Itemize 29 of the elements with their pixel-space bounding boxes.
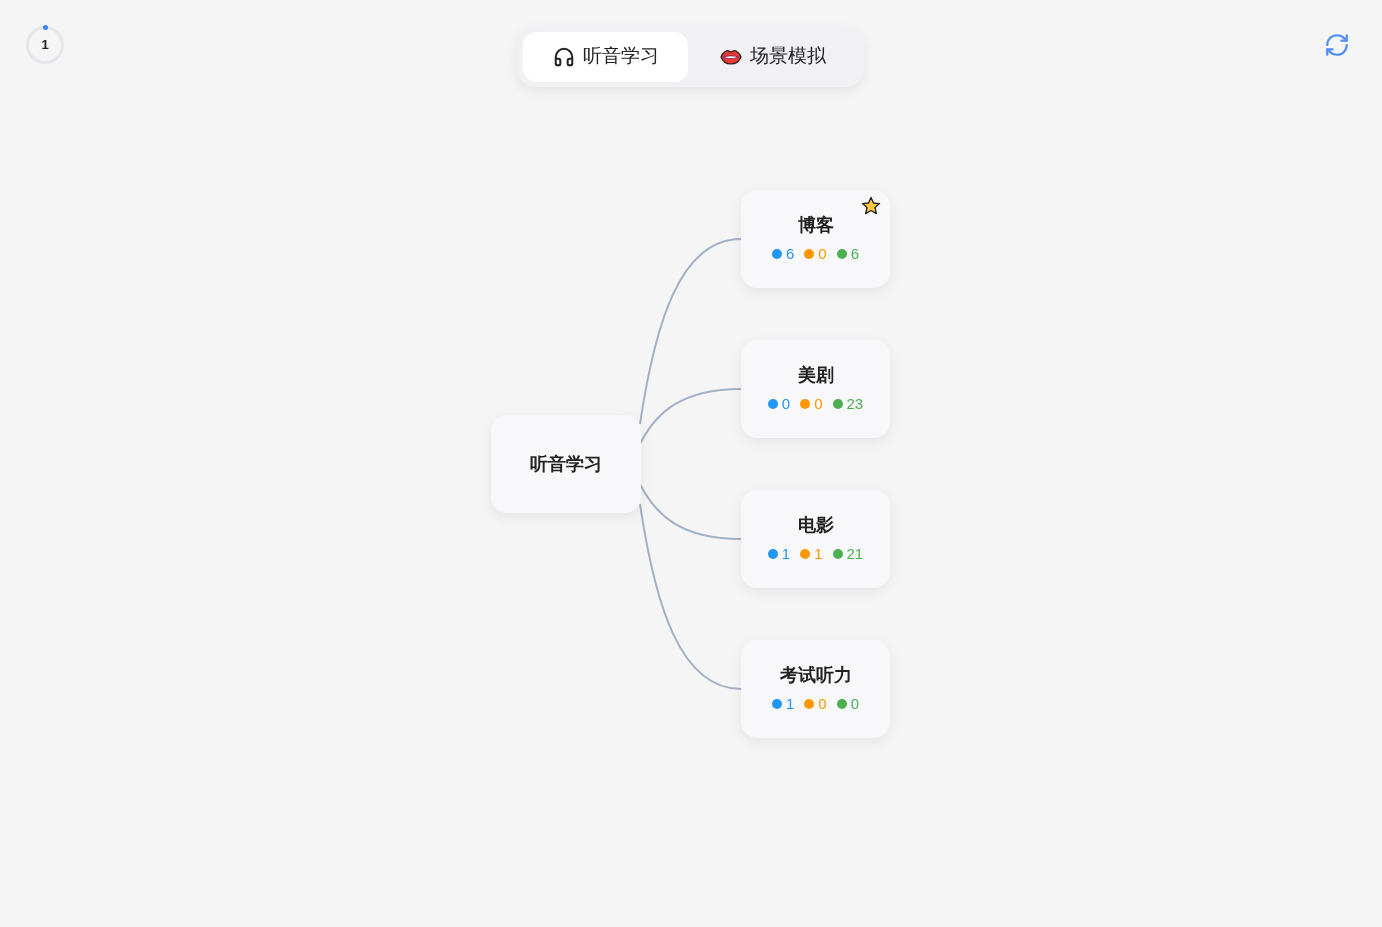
topic-title: 博客	[797, 214, 834, 237]
topic-card	[741, 490, 890, 588]
count-value: 0	[818, 694, 827, 714]
count-value: 6	[850, 244, 859, 264]
topic-title: 考试听力	[779, 664, 852, 687]
scene-tab: 场景模拟	[688, 31, 858, 82]
topic-card	[741, 640, 890, 738]
count-value: 23	[846, 394, 864, 414]
count-value: 0	[781, 394, 791, 414]
listening-tab: 听音学习	[523, 31, 688, 82]
count-value: 6	[786, 244, 795, 264]
count-value: 1	[786, 694, 795, 714]
topic-title: 美剧	[797, 364, 834, 387]
topic-title: 电影	[797, 514, 834, 537]
topic-card	[741, 340, 890, 438]
topic-card	[491, 415, 641, 513]
topic-card	[741, 190, 890, 288]
connector-line	[639, 388, 742, 445]
connector-line	[639, 238, 742, 425]
count-value: 0	[850, 694, 859, 714]
count-value: 1	[781, 544, 791, 564]
counter-number: 1	[41, 37, 49, 53]
connector-line	[639, 483, 742, 540]
count-value: 1	[814, 544, 823, 564]
count-value: 0	[818, 244, 827, 264]
connector-line	[639, 503, 742, 690]
topic-title: 听音学习	[530, 453, 602, 476]
count-value: 0	[814, 394, 823, 414]
count-value: 21	[846, 544, 864, 564]
